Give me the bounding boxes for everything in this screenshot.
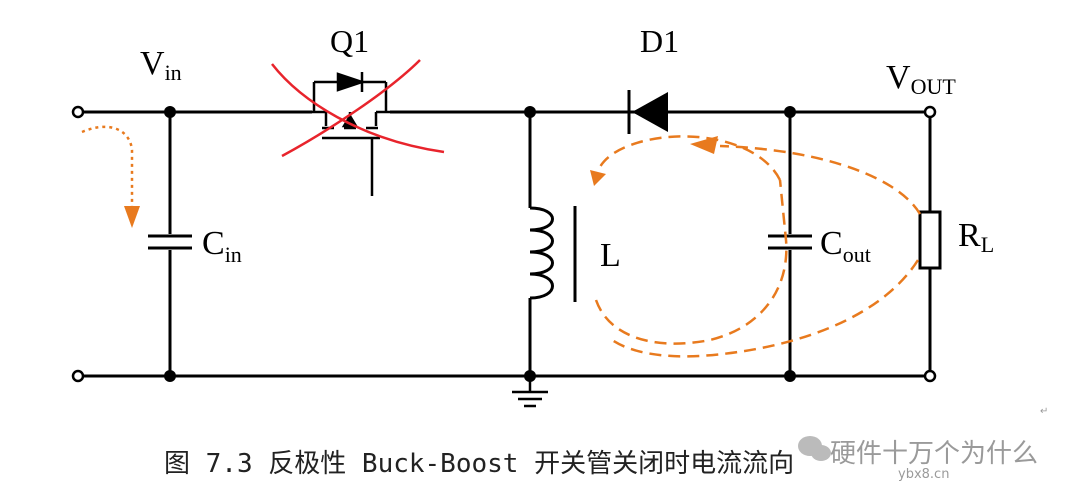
vout-negative-terminal	[923, 369, 937, 383]
rl-label: RL	[958, 217, 994, 257]
figure-caption: 图 7.3 反极性 Buck-Boost 开关管关闭时电流流向	[164, 449, 794, 479]
vin-negative-terminal	[71, 369, 85, 383]
inductor-l	[528, 112, 577, 376]
diode-d1	[627, 90, 668, 134]
paragraph-mark: ↵	[1040, 406, 1048, 417]
load-resistor	[918, 117, 942, 371]
vin-label: Vin	[140, 45, 182, 85]
cout-label: Cout	[820, 225, 871, 267]
cout-current-loop-bottom	[594, 179, 788, 345]
d1-label: D1	[640, 23, 679, 59]
ground-symbol	[512, 376, 548, 408]
cin-label: Cin	[202, 225, 242, 267]
cout-current-loop-top	[594, 135, 782, 181]
q1-label: Q1	[330, 23, 369, 59]
cin-capacitor	[148, 112, 192, 376]
input-arrowhead	[124, 206, 140, 228]
watermark-text: 硬件十万个为什么	[830, 439, 1038, 469]
cout-capacitor	[768, 112, 812, 376]
load-current-loop-bottom	[611, 259, 920, 358]
vin-positive-terminal	[71, 105, 85, 119]
inductor-label: L	[600, 237, 621, 274]
wechat-icon	[798, 436, 831, 461]
q1-off-cross	[271, 59, 445, 158]
input-current-arrow	[81, 125, 134, 218]
vout-label: VOUT	[886, 59, 956, 99]
load-loop-arrowhead	[690, 136, 718, 154]
mosfet-q1	[312, 72, 390, 196]
vout-positive-terminal	[923, 105, 937, 119]
watermark-site: ybx8.cn	[898, 467, 949, 482]
load-current-loop-top	[719, 144, 922, 215]
watermark: 硬件十万个为什么 ybx8.cn	[798, 436, 1038, 482]
cout-loop-arrowhead	[590, 170, 606, 186]
